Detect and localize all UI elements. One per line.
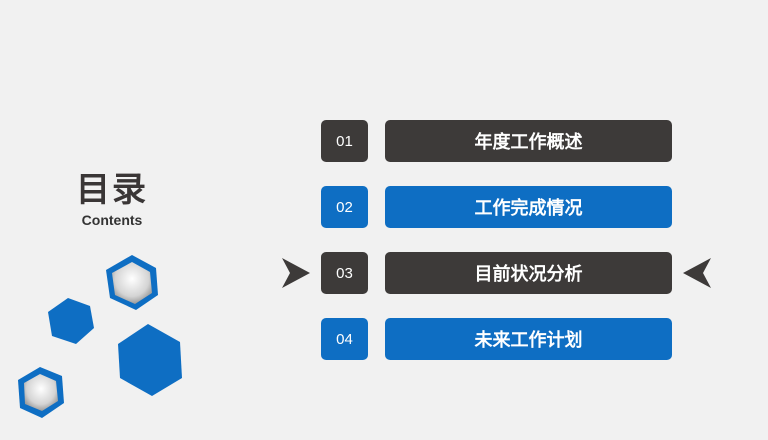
arrow-left-icon (683, 258, 711, 288)
arrow-right-icon (282, 258, 310, 288)
toc-item-number: 01 (321, 120, 368, 162)
toc-item-number: 03 (321, 252, 368, 294)
toc-item-03[interactable]: 03 目前状况分析 (321, 252, 672, 294)
toc-item-label: 年度工作概述 (385, 120, 672, 162)
toc-item-01[interactable]: 01 年度工作概述 (321, 120, 672, 162)
page-title: 目录 (76, 170, 148, 210)
toc-item-number: 04 (321, 318, 368, 360)
toc-item-04[interactable]: 04 未来工作计划 (321, 318, 672, 360)
toc-item-label: 工作完成情况 (385, 186, 672, 228)
toc-item-number: 02 (321, 186, 368, 228)
hexagon-icon (118, 324, 182, 396)
hexagon-icon (112, 262, 152, 304)
toc-item-label: 未来工作计划 (385, 318, 672, 360)
hexagon-decoration-group (18, 255, 182, 418)
hexagon-icon (24, 374, 58, 411)
page-subtitle: Contents (81, 212, 143, 228)
title-block: 目录 Contents (62, 168, 162, 228)
toc-item-label: 目前状况分析 (385, 252, 672, 294)
toc-item-02[interactable]: 02 工作完成情况 (321, 186, 672, 228)
hexagon-icon (48, 298, 94, 344)
